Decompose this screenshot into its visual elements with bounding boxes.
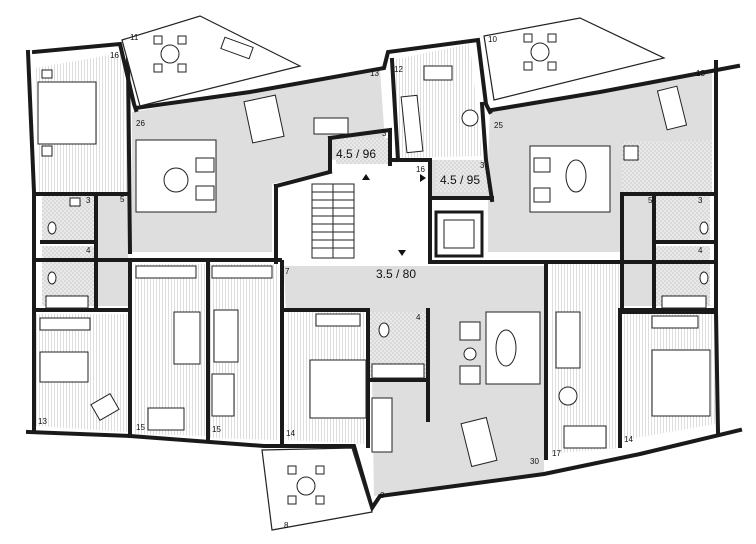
room-number: 3 — [480, 161, 485, 170]
room-number: 30 — [530, 457, 539, 466]
unit-label-96: 4.5 / 96 — [336, 147, 376, 161]
room-number: 25 — [494, 121, 503, 130]
room-number: 13 — [696, 69, 705, 78]
room-number: 15 — [136, 423, 145, 432]
room-number: 11 — [130, 33, 139, 42]
room-number: 5 — [648, 196, 653, 205]
room-number: 13 — [38, 417, 47, 426]
room-number: 17 — [552, 449, 561, 458]
room-number: 4 — [86, 246, 91, 255]
room-number: 14 — [286, 429, 295, 438]
unit-label-80: 3.5 / 80 — [376, 267, 416, 281]
room-number: 5 — [120, 195, 125, 204]
room-number: 8 — [380, 491, 385, 500]
room-number: 8 — [284, 521, 289, 530]
room-number: 3 — [86, 196, 91, 205]
room-number: 13 — [370, 69, 379, 78]
room-number: 15 — [212, 425, 221, 434]
room-number: 4 — [416, 313, 421, 322]
room-number: 16 — [110, 51, 119, 60]
room-number: 12 — [394, 65, 403, 74]
furniture — [37, 33, 711, 505]
room-numbers: 16 11 10 13 12 13 26 3 16 3 25 5 3 4 5 3… — [38, 33, 705, 530]
room-number: 26 — [136, 119, 145, 128]
unit-labels: 4.5 / 96 4.5 / 95 3.5 / 80 — [336, 147, 480, 281]
room-number: 4 — [698, 246, 703, 255]
room-number: 3 — [698, 196, 703, 205]
room-number: 14 — [624, 435, 633, 444]
walls — [25, 37, 743, 513]
room-number: 16 — [416, 165, 425, 174]
room-number: 10 — [488, 35, 497, 44]
room-number: 7 — [285, 267, 290, 276]
room-number: 3 — [382, 129, 387, 138]
stair — [311, 183, 355, 259]
unit-label-95: 4.5 / 95 — [440, 173, 480, 187]
entry-markers — [362, 174, 426, 256]
